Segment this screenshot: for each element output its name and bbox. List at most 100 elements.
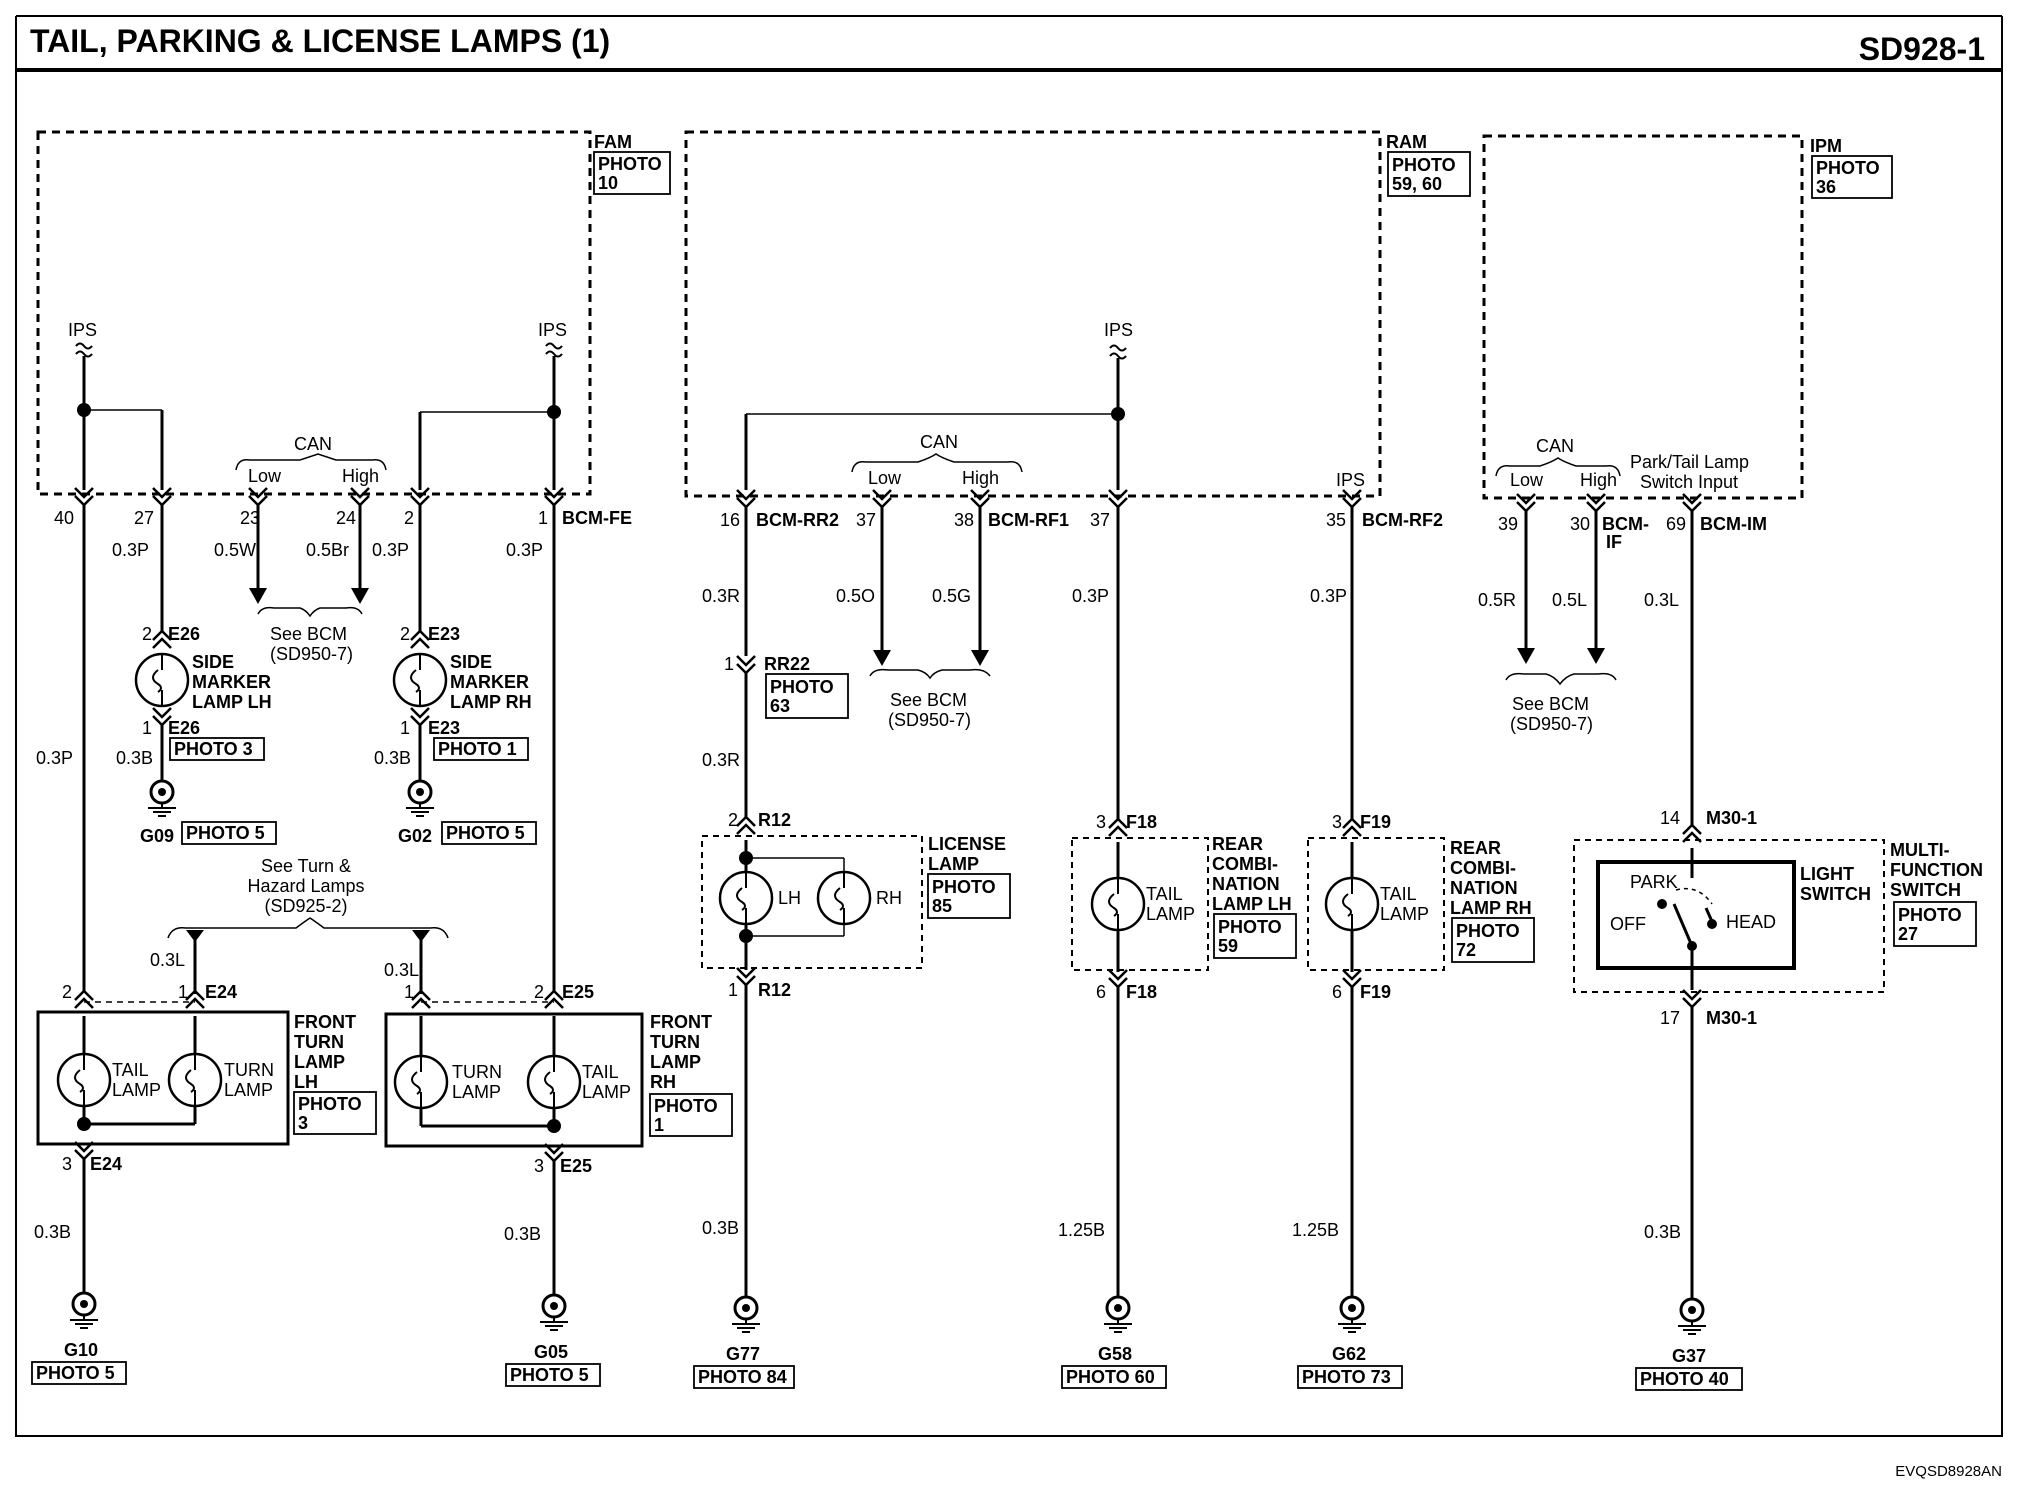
svg-text:0.5O: 0.5O [836,586,875,606]
svg-text:0.3B: 0.3B [374,748,411,768]
svg-text:27: 27 [134,508,154,528]
svg-text:0.5R: 0.5R [1478,590,1516,610]
svg-text:MARKER: MARKER [192,672,271,692]
svg-text:0.3P: 0.3P [1310,586,1347,606]
svg-text:0.3B: 0.3B [504,1224,541,1244]
svg-text:RH: RH [876,888,902,908]
svg-text:PHOTO: PHOTO [1218,917,1282,937]
svg-text:(SD950-7): (SD950-7) [270,644,353,664]
svg-text:0.3L: 0.3L [1644,590,1679,610]
svg-text:3: 3 [298,1113,308,1133]
svg-text:FUNCTION: FUNCTION [1890,860,1983,880]
svg-text:35: 35 [1326,510,1346,530]
svg-text:IF: IF [1606,532,1622,552]
svg-text:PHOTO 5: PHOTO 5 [446,823,525,843]
fam-module: FAM PHOTO 10 IPS IPS CAN Low High [36,130,671,496]
svg-text:High: High [342,466,379,486]
svg-text:0.3P: 0.3P [506,540,543,560]
svg-text:1: 1 [404,982,414,1002]
rear-combination-lamp-rh: 0.3P 3 F19 TAIL LAMP REAR COMBI- NATION … [1292,506,1535,1389]
svg-text:High: High [1580,470,1617,490]
svg-text:2: 2 [728,810,738,830]
svg-text:E26: E26 [168,718,200,738]
svg-text:IPS: IPS [1336,470,1365,490]
svg-text:(SD950-7): (SD950-7) [888,710,971,730]
ram-pins: 16 BCM-RR2 37 38 BCM-RF1 37 35 BCM-RF2 [720,488,1443,530]
svg-text:PHOTO 5: PHOTO 5 [186,823,265,843]
side-marker-lamp-lh: 2 E26 SIDE MARKER LAMP LH 1 E26 PHOTO 3 … [116,624,277,846]
svg-text:E25: E25 [560,1156,592,1176]
svg-text:3: 3 [1096,812,1106,832]
svg-text:TAIL: TAIL [1380,884,1417,904]
svg-text:TAIL: TAIL [112,1060,149,1080]
svg-text:LAMP RH: LAMP RH [1450,898,1532,918]
svg-text:0.3B: 0.3B [34,1222,71,1242]
svg-text:37: 37 [856,510,876,530]
svg-text:0.3L: 0.3L [150,950,185,970]
svg-text:TAIL: TAIL [582,1062,619,1082]
svg-text:0.3B: 0.3B [702,1218,739,1238]
svg-text:F18: F18 [1126,982,1157,1002]
svg-text:1: 1 [724,654,734,674]
svg-text:PHOTO: PHOTO [654,1096,718,1116]
svg-text:85: 85 [932,896,952,916]
svg-text:72: 72 [1456,940,1476,960]
svg-text:17: 17 [1660,1008,1680,1028]
svg-text:F19: F19 [1360,982,1391,1002]
svg-text:LAMP: LAMP [452,1082,501,1102]
svg-text:TURN: TURN [452,1062,502,1082]
svg-text:0.3R: 0.3R [702,586,740,606]
svg-text:LAMP: LAMP [650,1052,701,1072]
svg-text:23: 23 [240,508,260,528]
diagram-title: TAIL, PARKING & LICENSE LAMPS (1) [30,23,610,59]
svg-text:0.5L: 0.5L [1552,590,1587,610]
svg-text:COMBI-: COMBI- [1450,858,1516,878]
svg-text:0.3B: 0.3B [1644,1222,1681,1242]
svg-text:PHOTO 3: PHOTO 3 [174,739,253,759]
svg-text:REAR: REAR [1212,834,1263,854]
svg-text:0.3P: 0.3P [1072,586,1109,606]
svg-text:Low: Low [1510,470,1544,490]
svg-text:0.3R: 0.3R [702,750,740,770]
svg-text:G10: G10 [64,1340,98,1360]
svg-text:M30-1: M30-1 [1706,1008,1757,1028]
svg-text:1.25B: 1.25B [1058,1220,1105,1240]
svg-text:FRONT: FRONT [294,1012,356,1032]
svg-text:24: 24 [336,508,356,528]
svg-text:E23: E23 [428,718,460,738]
svg-text:G37: G37 [1672,1346,1706,1366]
svg-text:0.3B: 0.3B [116,748,153,768]
ram-can: CAN [920,432,958,452]
svg-text:BCM-FE: BCM-FE [562,508,632,528]
svg-text:3: 3 [1332,812,1342,832]
svg-text:69: 69 [1666,514,1686,534]
svg-text:PHOTO 1: PHOTO 1 [438,739,517,759]
svg-text:1: 1 [400,718,410,738]
fam-label: FAM [594,132,632,152]
svg-text:MULTI-: MULTI- [1890,840,1950,860]
svg-text:F18: F18 [1126,812,1157,832]
svg-text:PHOTO: PHOTO [1392,155,1456,175]
svg-text:BCM-RF1: BCM-RF1 [988,510,1069,530]
svg-text:PHOTO: PHOTO [932,877,996,897]
svg-text:PHOTO 40: PHOTO 40 [1640,1369,1729,1389]
svg-text:PHOTO: PHOTO [770,677,834,697]
svg-text:G62: G62 [1332,1344,1366,1364]
svg-text:R12: R12 [758,980,791,1000]
svg-text:E25: E25 [562,982,594,1002]
ipm-label: IPM [1810,136,1842,156]
svg-text:BCM-IM: BCM-IM [1700,514,1767,534]
svg-text:G02: G02 [398,826,432,846]
svg-text:LAMP LH: LAMP LH [192,692,272,712]
svg-text:1: 1 [654,1115,664,1135]
svg-text:PHOTO 84: PHOTO 84 [698,1367,787,1387]
svg-text:TURN: TURN [650,1032,700,1052]
ipm-can: CAN [1536,436,1574,456]
ram-module: RAM PHOTO 59, 60 IPS CAN Low High IPS [684,130,1471,498]
svg-text:PHOTO 5: PHOTO 5 [36,1363,115,1383]
svg-text:HEAD: HEAD [1726,912,1776,932]
svg-text:LAMP: LAMP [294,1052,345,1072]
svg-text:E26: E26 [168,624,200,644]
